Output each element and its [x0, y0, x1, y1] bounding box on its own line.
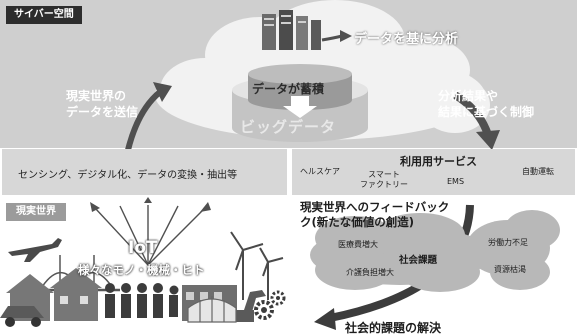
- analysis-arrowhead: [340, 30, 352, 42]
- iot-arrowheads: [90, 197, 211, 212]
- service-smart-line-1: スマート: [368, 170, 400, 179]
- airplane-icon: [8, 238, 62, 262]
- issue-medical: 医療費増大: [338, 240, 378, 249]
- cyber-space-label: サイバー空間: [6, 6, 82, 24]
- control-arrowhead: [476, 130, 500, 150]
- real-world-label: 現実世界: [6, 203, 66, 221]
- service-healthcare: ヘルスケア: [300, 167, 340, 176]
- server-icon: [262, 10, 321, 50]
- control-line-2: 結果に基づく制御: [438, 105, 535, 119]
- send-data-arrow: [125, 89, 162, 151]
- iot-title: IoT: [128, 238, 158, 258]
- sensing-band: [2, 149, 287, 195]
- wind-turbine-icon: [230, 231, 284, 300]
- service-smart-line-2: ファクトリー: [360, 180, 408, 189]
- send-data-line-2: データを送信: [66, 105, 139, 119]
- feedback-line-1: 現実世界へのフィードバック: [300, 200, 450, 214]
- control-line-1: 分析結果や: [438, 89, 499, 103]
- robot-arm-icon: [236, 290, 266, 322]
- accumulation-text: データが蓄積: [252, 82, 325, 96]
- issue-care: 介護負担増大: [346, 268, 394, 277]
- send-data-line-1: 現実世界の: [66, 89, 127, 103]
- iot-subtitle: 様々なモノ・機械・ヒト: [78, 263, 205, 277]
- feedback-arrowhead: [314, 308, 336, 330]
- feedback-line-2: ク(新たな価値の創造): [300, 215, 415, 229]
- gear-icon: [254, 290, 286, 320]
- car-icon: [0, 306, 44, 327]
- services-band: [292, 149, 575, 195]
- database-icon: [232, 64, 368, 142]
- iot-arrows: [94, 205, 206, 266]
- people-icon: [105, 283, 179, 318]
- send-data-arrowhead: [153, 82, 172, 102]
- greenhouse-icon: [187, 296, 237, 323]
- service-ems: EMS: [447, 177, 465, 186]
- issue-labor: 労働力不足: [488, 238, 528, 247]
- control-arrow: [452, 91, 492, 137]
- services-title: 利用用サービス: [400, 155, 477, 168]
- issue-title: 社会課題: [399, 255, 438, 266]
- issue-resources: 資源枯渇: [494, 265, 526, 274]
- big-data-text: ビッグデータ: [240, 118, 337, 136]
- social-issue-cloud: [310, 210, 560, 292]
- service-auto-driving: 自動運転: [522, 167, 554, 176]
- sensing-text: センシング、デジタル化、データの変換・抽出等: [18, 170, 238, 181]
- analysis-text: データを基に分析: [354, 32, 459, 47]
- solution-text: 社会的課題の解決: [345, 321, 442, 335]
